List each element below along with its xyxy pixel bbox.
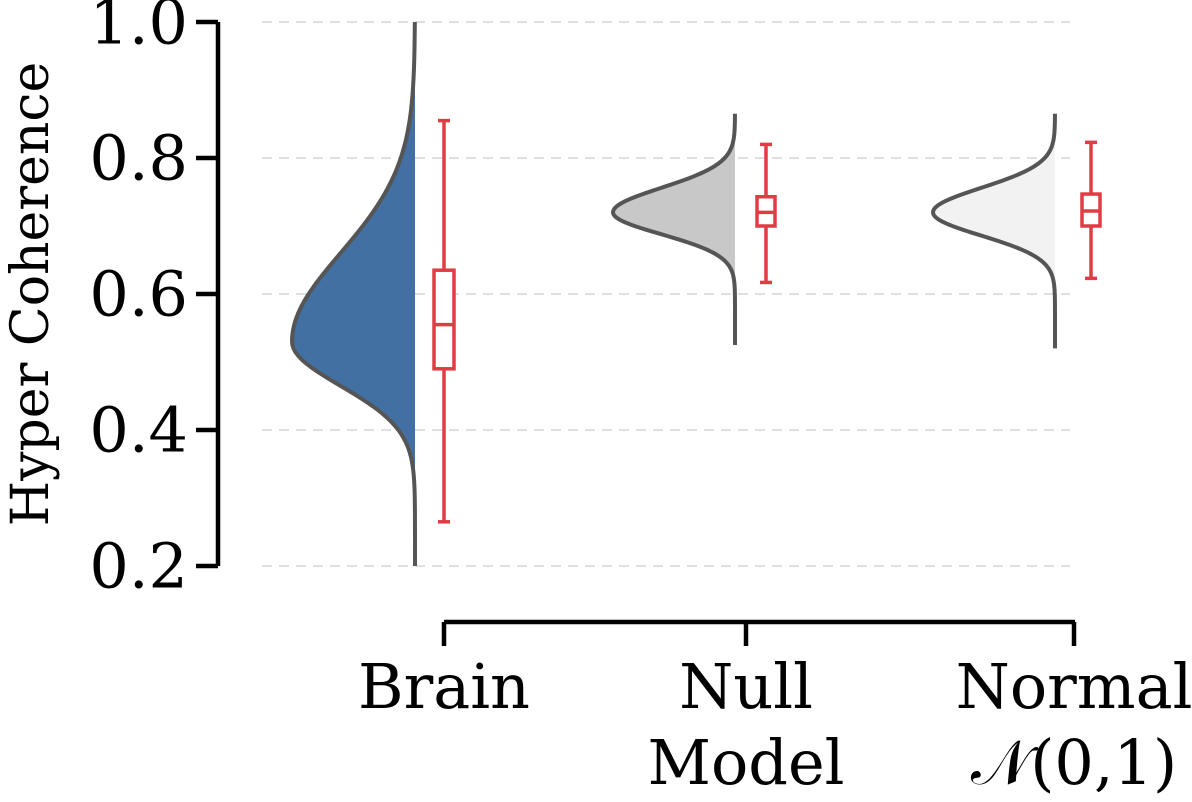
violin-body xyxy=(613,113,735,345)
y-tick-label: 0.2 xyxy=(89,530,188,603)
y-axis-title: Hyper Coherence xyxy=(1,62,61,527)
y-tick-label: 0.6 xyxy=(89,258,188,331)
x-tick-label: Model xyxy=(647,726,844,799)
y-axis: 0.2 0.4 0.6 0.8 1.0 xyxy=(89,0,221,603)
violin-outline xyxy=(290,21,417,566)
violin-body xyxy=(292,22,415,566)
violins xyxy=(290,21,1057,566)
y-tick-label: 1.0 xyxy=(89,0,188,59)
x-tick-label: Normal xyxy=(956,650,1192,723)
x-tick-label: Brain xyxy=(358,650,530,723)
x-tick-label: Null xyxy=(679,650,813,723)
y-tick-label: 0.8 xyxy=(89,122,188,195)
violin-body xyxy=(933,113,1055,349)
violin-outline xyxy=(931,113,1057,349)
y-tick-label: 0.4 xyxy=(89,394,188,467)
violin-outline xyxy=(611,113,737,346)
box-iqr xyxy=(432,268,456,371)
boxplots xyxy=(432,118,1102,524)
x-tick-label: 𝒩(0,1) xyxy=(971,726,1177,799)
